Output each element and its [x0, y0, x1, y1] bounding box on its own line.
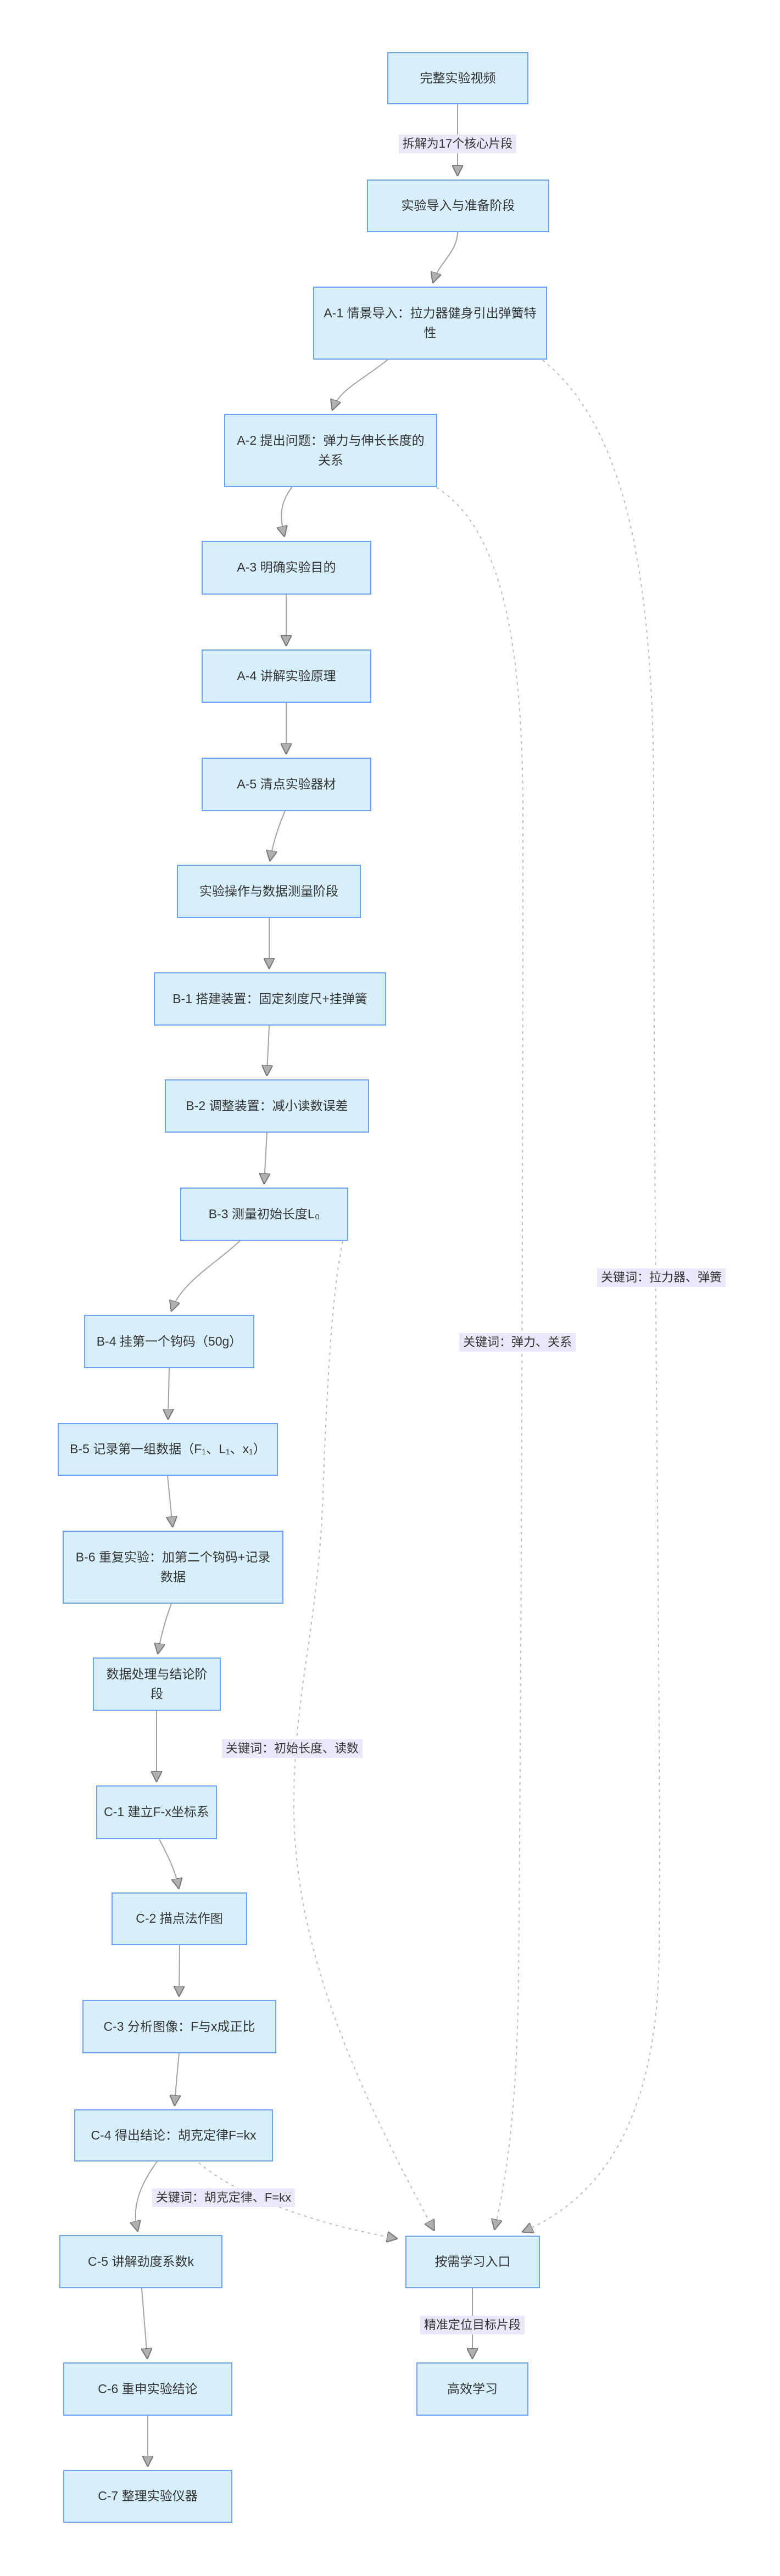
node-b3: B-3 测量初始长度L₀ — [180, 1188, 348, 1241]
node-b1: B-1 搭建装置：固定刻度尺+挂弹簧 — [154, 972, 386, 1026]
node-b4: B-4 挂第一个钩码（50g） — [84, 1315, 254, 1368]
node-c6: C-6 重申实验结论 — [63, 2362, 232, 2416]
edge-b4-b5 — [168, 1368, 169, 1418]
edge-a1-entry-dashed — [524, 360, 660, 2231]
edge-b5-b6 — [168, 1475, 172, 1525]
edge-a2-entry-dashed — [436, 487, 524, 2228]
edge-c4-c5 — [136, 2161, 158, 2230]
node-a4: A-4 讲解实验原理 — [202, 649, 371, 703]
node-stage-c: 数据处理与结论阶段 — [93, 1657, 221, 1711]
node-a1: A-1 情景导入：拉力器健身引出弹簧特性 — [313, 287, 547, 360]
edge-b2-b3 — [264, 1132, 267, 1182]
edge-c2-c3 — [179, 1945, 180, 1995]
edge-label-keyword-c4: 关键词：胡克定律、F=kx — [152, 2188, 296, 2207]
edge-label-split: 拆解为17个核心片段 — [398, 135, 517, 153]
edge-label-keyword-a1: 关键词：拉力器、弹簧 — [597, 1268, 726, 1287]
node-stage-a: 实验导入与准备阶段 — [367, 180, 549, 232]
node-entry: 按需学习入口 — [405, 2236, 540, 2288]
edge-stagea-a1 — [433, 232, 458, 281]
edge-b6-stagec — [158, 1603, 172, 1652]
node-b2: B-2 调整装置：减小读数误差 — [165, 1079, 369, 1133]
edge-label-locate: 精准定位目标片段 — [420, 2316, 525, 2334]
node-c3: C-3 分析图像：F与x成正比 — [82, 2000, 276, 2053]
node-stage-b: 实验操作与数据测量阶段 — [177, 865, 361, 918]
node-c1: C-1 建立F-x坐标系 — [96, 1785, 217, 1839]
node-learn: 高效学习 — [416, 2362, 528, 2416]
edge-label-keyword-a2: 关键词：弹力、关系 — [459, 1333, 576, 1352]
node-b5: B-5 记录第一组数据（F₁、L₁、x₁） — [58, 1423, 278, 1476]
edge-a5-stageb — [270, 810, 286, 859]
node-root: 完整实验视频 — [387, 52, 528, 104]
edge-b1-b2 — [267, 1025, 269, 1074]
node-a5: A-5 清点实验器材 — [202, 758, 371, 811]
node-c7: C-7 整理实验仪器 — [63, 2470, 232, 2523]
edge-c1-c2 — [159, 1839, 179, 1887]
edge-c3-c4 — [175, 2053, 179, 2104]
node-a3: A-3 明确实验目的 — [202, 541, 371, 595]
edge-b3-b4 — [172, 1240, 241, 1309]
edge-label-keyword-b3: 关键词：初始长度、读数 — [221, 1739, 363, 1758]
edge-c5-c6 — [142, 2288, 147, 2357]
node-b6: B-6 重复实验：加第二个钩码+记录数据 — [63, 1531, 283, 1604]
edge-a2-a3 — [281, 486, 293, 535]
edge-a1-a2 — [333, 359, 388, 408]
node-a2: A-2 提出问题：弹力与伸长长度的关系 — [224, 414, 437, 487]
edge-c4-entry-dashed — [198, 2162, 395, 2238]
edge-b3-entry-dashed — [293, 1241, 433, 2229]
node-c2: C-2 描点法作图 — [112, 1892, 247, 1945]
node-c4: C-4 得出结论：胡克定律F=kx — [74, 2109, 273, 2161]
node-c5: C-5 讲解劲度系数k — [59, 2235, 222, 2288]
